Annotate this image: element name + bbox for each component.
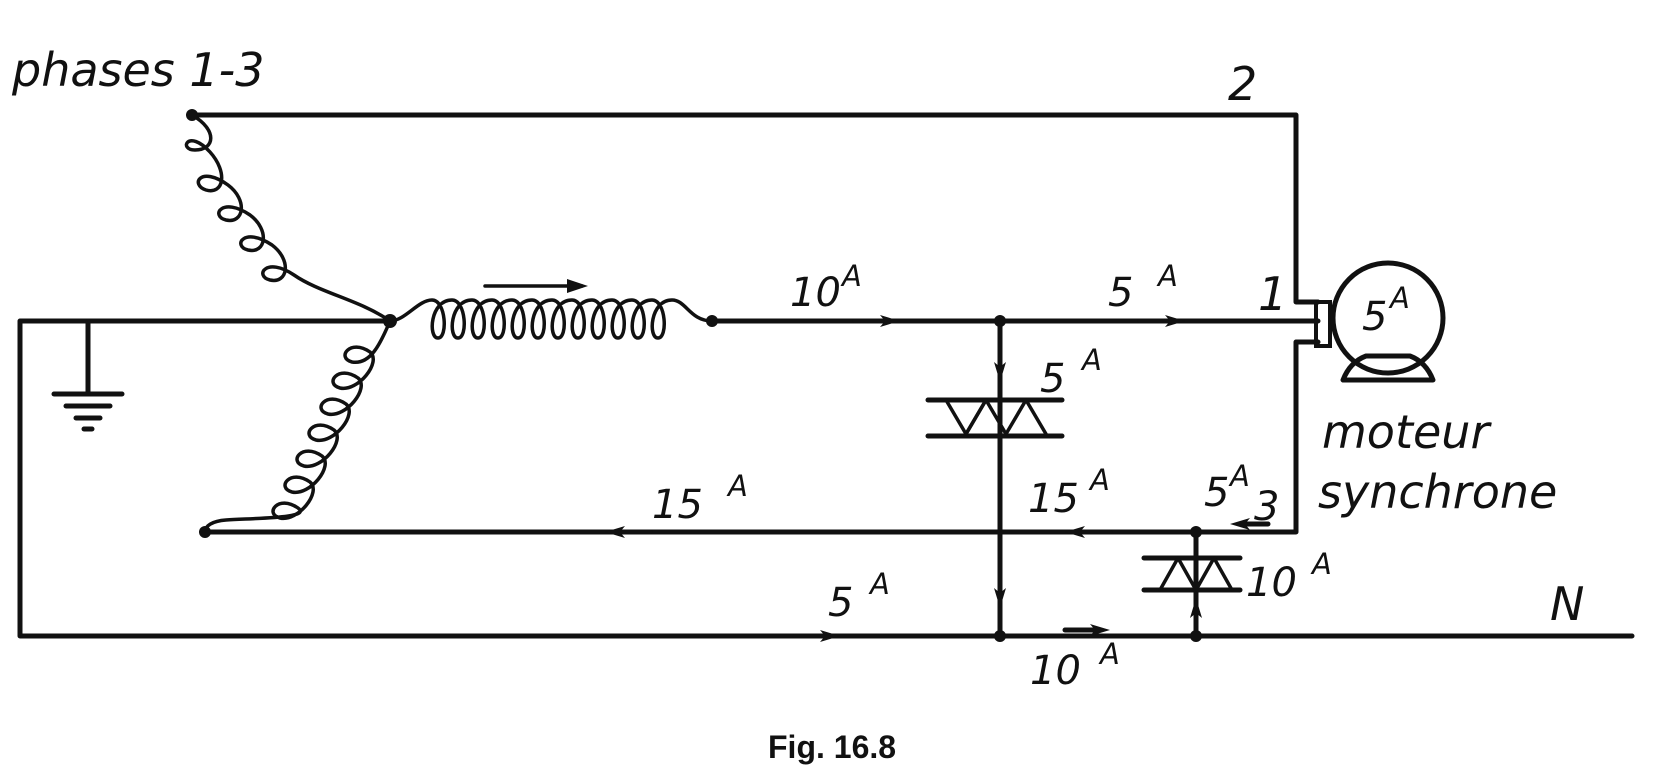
junction-dot — [994, 630, 1006, 642]
phase-1-label: 1 — [1258, 267, 1287, 321]
junction-dot — [994, 315, 1006, 327]
phase-3-wire — [202, 339, 1321, 535]
phase-2-label: 2 — [1228, 57, 1257, 111]
direction-arrowhead — [567, 279, 588, 293]
motor-label-line2: synchrone — [1318, 465, 1557, 519]
winding-phase-2 — [184, 113, 392, 323]
current-to-motor-unit: A — [1156, 259, 1178, 293]
motor-current-unit: A — [1388, 281, 1410, 315]
current-diode1-unit: A — [1080, 343, 1102, 377]
phases-label: phases 1-3 — [11, 43, 265, 97]
ground-icon — [51, 391, 125, 432]
current-neutral-right: 10 — [1030, 648, 1081, 694]
figure-caption: Fig. 16.8 — [768, 729, 896, 765]
neutral-label: N — [1550, 577, 1584, 631]
current-to-motor: 5 — [1108, 270, 1133, 316]
current-return-mid: 15 — [1028, 476, 1079, 522]
current-motor-return-unit: A — [1228, 459, 1250, 493]
diode-2-icon — [1141, 555, 1243, 593]
current-diode2: 10 — [1246, 560, 1297, 606]
current-return-left-unit: A — [726, 469, 748, 503]
current-return-left: 15 — [652, 482, 703, 528]
diode-1-icon — [925, 397, 1065, 439]
motor-icon — [1314, 260, 1446, 383]
current-phase1-out: 10 — [790, 270, 841, 316]
current-return-mid-unit: A — [1088, 463, 1110, 497]
motor-current-value: 5 — [1362, 294, 1387, 340]
current-phase1-out-unit: A — [840, 259, 862, 293]
current-diode1: 5 — [1040, 356, 1065, 402]
star-point-dot — [383, 314, 397, 328]
motor-label-line1: moteur — [1322, 405, 1492, 459]
winding-phase-3 — [203, 319, 392, 534]
current-neutral-left-unit: A — [868, 567, 890, 601]
current-diode2-unit: A — [1310, 547, 1332, 581]
terminal-dot — [186, 109, 198, 121]
winding-phase-1 — [388, 298, 714, 340]
current-neutral-right-unit: A — [1098, 637, 1120, 671]
phase-2-wire — [189, 112, 1321, 305]
junction-dot — [1190, 630, 1202, 642]
current-motor-return: 5 — [1204, 470, 1229, 516]
current-neutral-left: 5 — [828, 580, 853, 626]
junction-dot — [1190, 526, 1202, 538]
phase-3-label: 3 — [1254, 484, 1279, 530]
